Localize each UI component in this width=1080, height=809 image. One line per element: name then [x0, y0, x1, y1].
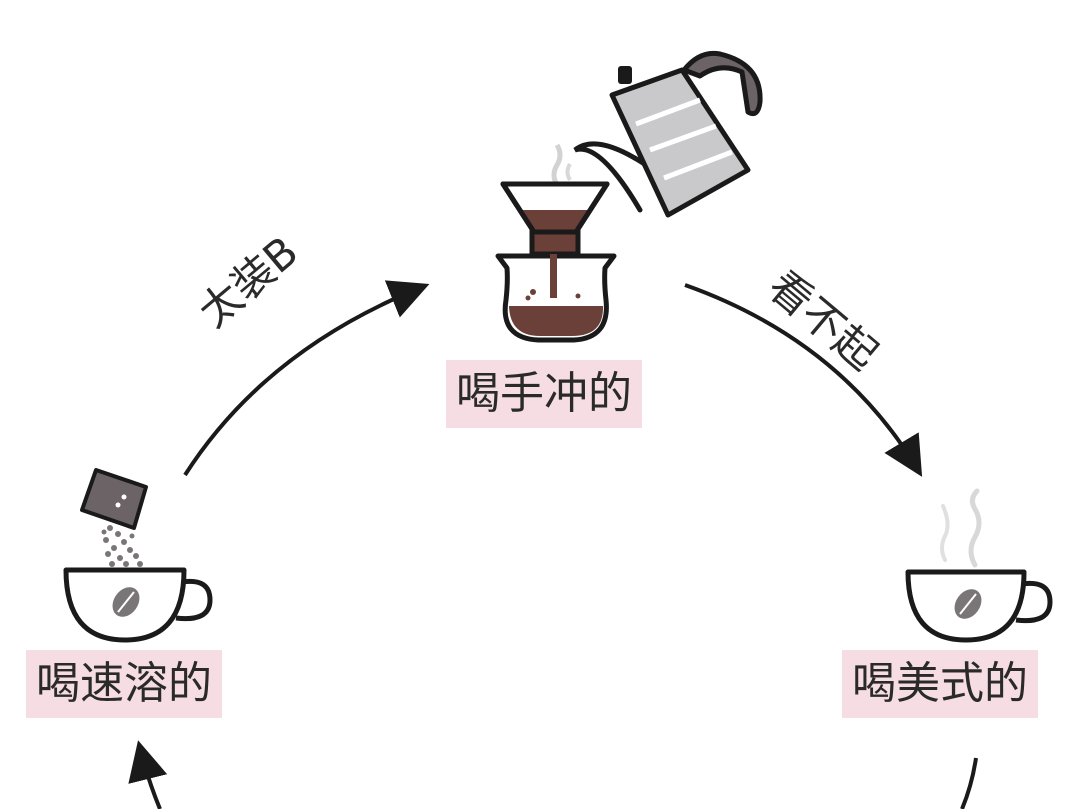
- steam-icon: [551, 143, 563, 187]
- arrow-bottom-left: [128, 740, 168, 809]
- americano-cup-icon: [905, 488, 1053, 643]
- node-label-americano: 喝美式的: [842, 650, 1038, 718]
- arrow-bottom-right: [960, 757, 978, 809]
- pour-over-icon: [495, 143, 617, 343]
- steam-icon: [968, 488, 982, 568]
- node-label-instant: 喝速溶的: [26, 650, 222, 718]
- kettle-icon: [573, 50, 763, 218]
- node-label-pour-over: 喝手冲的: [446, 360, 642, 428]
- arrow-pour-over-to-americano: [684, 283, 923, 477]
- arrow-instant-to-pour-over: [183, 280, 430, 477]
- instant-coffee-icon: [63, 468, 213, 643]
